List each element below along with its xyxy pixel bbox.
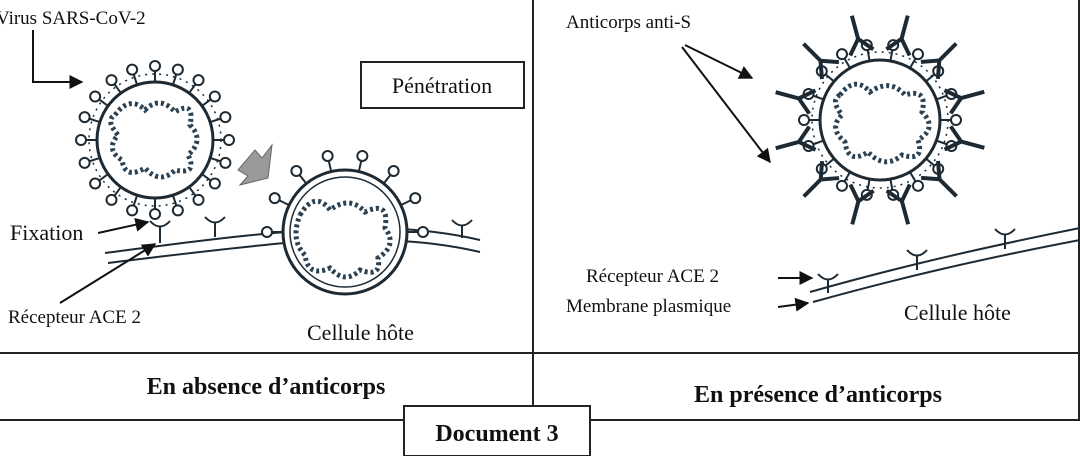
spike-protein [113,82,122,94]
antibody [802,42,840,80]
spike-head [126,63,139,76]
spike-protein [113,186,122,198]
spike-protein [97,98,109,107]
spike-head [105,193,118,206]
spike-head [89,90,102,103]
spike-head [219,156,232,169]
spike-protein [400,198,413,207]
document-title: Document 3 [435,421,558,447]
spike-protein [88,156,101,163]
spike-head [268,192,281,205]
spike-protein [171,73,178,86]
spike-head [149,60,161,72]
host-cell-label-left: Cellule hôte [307,320,414,345]
spike-head [290,165,303,178]
spike-head [105,74,118,87]
spike-head [149,208,161,220]
spike-head [208,90,221,103]
ace2-receptors-right [817,228,1016,293]
spike-protein [132,73,139,86]
antibody [848,183,875,225]
spike-head [208,177,221,190]
antibody [775,125,817,152]
spike-protein [132,194,139,207]
spike-head [912,48,924,61]
spike-protein [171,194,178,207]
spike-head [126,204,139,217]
spike-head [356,149,369,162]
spike-head [321,149,334,162]
spike-protein [209,156,222,163]
spike-head [261,226,273,238]
spike-head [89,177,102,190]
spike-head [171,204,184,217]
spike-head [950,114,962,126]
receptor-arrow-left [59,243,157,304]
spike-head [223,134,235,146]
antibody [943,88,985,115]
spike-head [192,74,205,87]
receptor-label-right: Récepteur ACE 2 [586,266,719,287]
spike-head [387,165,400,178]
host-cell-label-right: Cellule hôte [904,300,1011,325]
receptor-label-left: Récepteur ACE 2 [8,307,141,328]
antibody [885,15,912,57]
right-panel: Anticorps anti-S Récepteur ACE 2 Membran… [566,12,1080,408]
antibody [775,88,817,115]
spike-protein [201,98,213,107]
spike-head [836,179,848,192]
spike-protein [843,57,851,69]
spike-head [78,156,91,169]
caption-right: En présence d’anticorps [694,382,942,408]
virus-label-arrow [32,30,84,89]
antibody [848,15,875,57]
membrane-label: Membrane plasmique [566,296,731,317]
virus-penetration [261,149,429,296]
fixation-label: Fixation [10,220,83,245]
spike-head [409,192,422,205]
antibody-arrow-2 [681,46,771,164]
spike-protein [201,173,213,182]
spike-head [912,179,924,192]
antibody-arrow-1 [684,44,754,79]
membrane-arrow [777,297,810,312]
spike-head [417,226,429,238]
antibody [885,183,912,225]
virus-fixation [75,60,235,220]
penetration-arrow [237,143,273,186]
spike-head [75,134,87,146]
ace2-receptors [149,216,473,243]
frame [0,0,1080,421]
antibody [943,125,985,152]
spike-protein [209,117,222,124]
spike-head [798,114,810,126]
spike-head [192,193,205,206]
virus-label: Virus SARS-CoV-2 [0,8,146,29]
spike-head [78,111,91,124]
fixation-arrow [97,217,150,234]
spike-head [836,48,848,61]
spike-head [171,63,184,76]
spike-protein [909,57,917,69]
antibody [920,160,958,198]
virus-neutralized [775,15,985,225]
stage-label: Pénétration [392,73,492,98]
stage-box [360,61,525,109]
antibody-label: Anticorps anti-S [566,12,691,33]
antibody [920,42,958,80]
left-panel: Pénétration Virus SARS-CoV-2 Fixation Ré… [0,8,525,400]
spike-protein [188,186,197,198]
document-title-box [403,405,591,456]
antibody [802,160,840,198]
spike-head [219,111,232,124]
spike-protein [277,198,290,207]
host-membrane-right [809,227,1080,303]
caption-left: En absence d’anticorps [147,374,386,400]
